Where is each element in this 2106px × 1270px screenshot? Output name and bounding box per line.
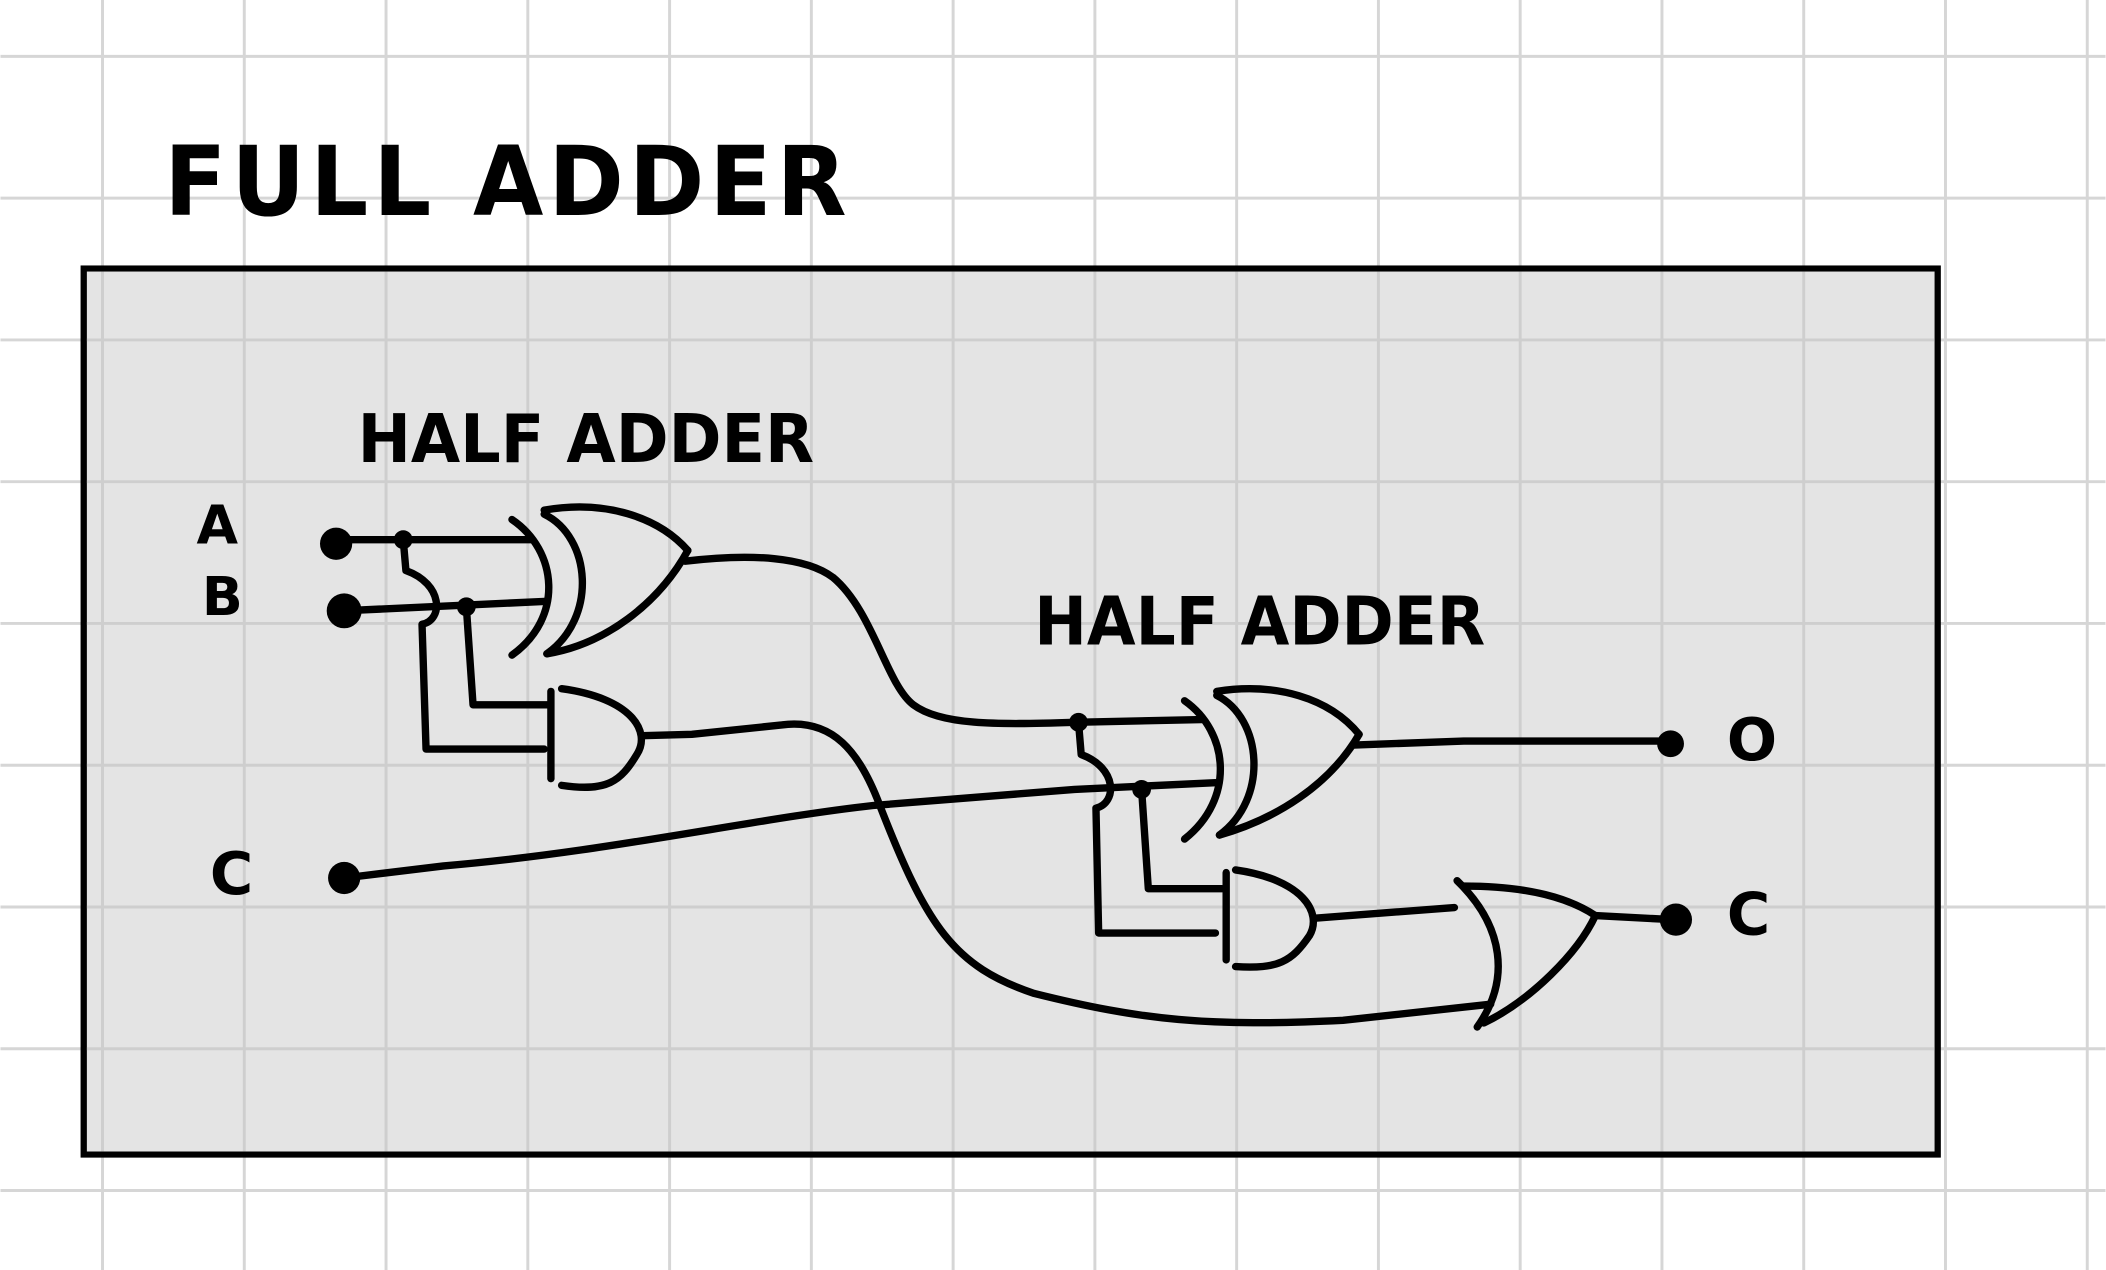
- output-carry-terminal: [1659, 903, 1693, 936]
- xor-gate-2: [1180, 685, 1363, 843]
- xor-gate-1: [508, 503, 692, 659]
- input-a-label: A: [196, 494, 238, 557]
- input-c-label: C: [210, 839, 253, 908]
- wire-carry-in: [340, 778, 1220, 882]
- full-adder-box: [80, 265, 1941, 1158]
- input-a-terminal: [319, 527, 353, 560]
- input-c-terminal: [328, 861, 361, 895]
- half-adder-2-label: HALF ADDER: [1034, 582, 1485, 660]
- output-sum-terminal: [1657, 730, 1684, 758]
- input-b-label: B: [202, 565, 243, 628]
- output-sum-label: O: [1727, 705, 1777, 774]
- junction-dot: [456, 597, 476, 617]
- wires-half-adder-1: [332, 535, 1495, 1027]
- wires-half-adder-2: [1074, 718, 1669, 937]
- or-gate: [1453, 876, 1676, 1031]
- box-grid: [83, 268, 1938, 1155]
- half-adder-1-label: HALF ADDER: [358, 400, 814, 478]
- output-carry-label: C: [1727, 879, 1770, 948]
- junction-dot: [393, 530, 413, 550]
- diagram-title: FULL ADDER: [164, 125, 851, 238]
- and-gate-2: [1222, 866, 1317, 971]
- input-b-terminal: [326, 593, 362, 629]
- junction-dot: [1069, 712, 1088, 732]
- junction-dot: [1132, 779, 1152, 799]
